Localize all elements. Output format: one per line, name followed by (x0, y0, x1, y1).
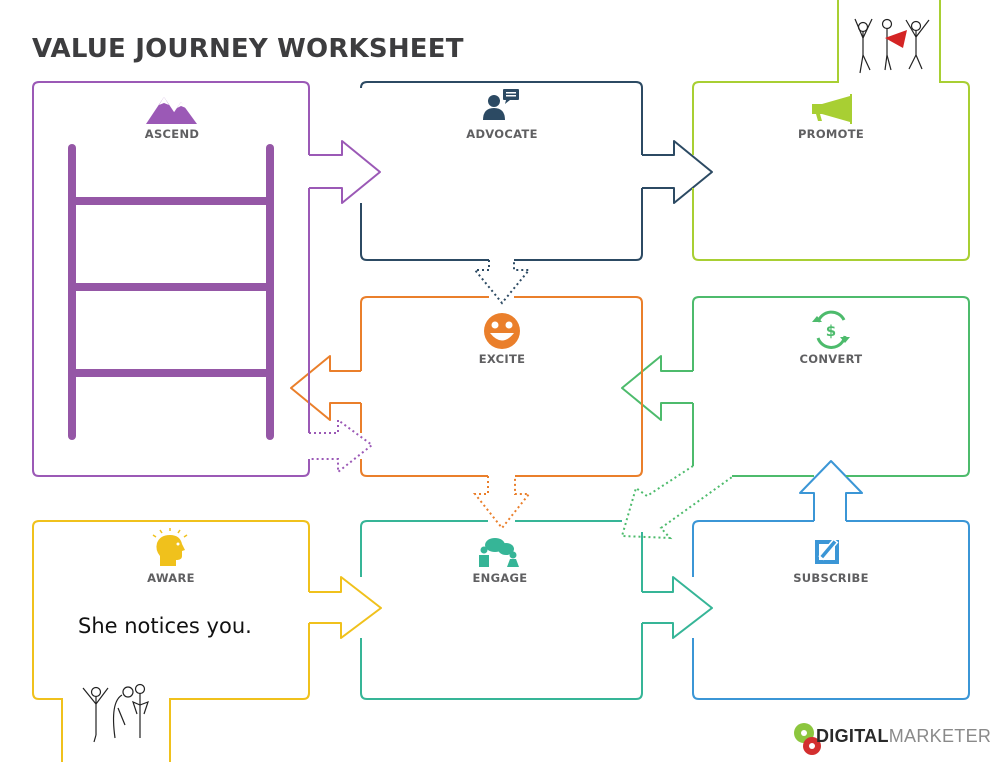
arrow-advocate-to-promote (642, 140, 713, 204)
edit-square-icon (815, 538, 839, 564)
ladder-illustration (68, 144, 274, 440)
aware-note-text[interactable]: She notices you. (78, 614, 252, 638)
arrow-excite-to-engage (472, 476, 532, 530)
stage-box-advocate (360, 81, 643, 261)
svg-text:$: $ (826, 322, 836, 340)
smiley-icon (484, 313, 520, 349)
logo-text-strong: DIGITAL (816, 726, 889, 746)
stage-label-convert: CONVERT (799, 352, 863, 366)
arrow-aware-to-engage (309, 576, 382, 639)
arrow-ascend-to-advocate (309, 140, 381, 204)
page-title: VALUE JOURNEY WORKSHEET (32, 34, 464, 64)
stage-box-engage (360, 520, 643, 700)
megaphone-icon (812, 94, 852, 124)
arrow-convert-to-engage-dotted (620, 465, 733, 540)
stage-box-convert (692, 296, 970, 477)
conversation-icon (479, 538, 519, 567)
stage-box-promote (692, 0, 970, 261)
arrow-advocate-to-excite (472, 260, 532, 305)
dollar-cycle-icon: $ (812, 310, 850, 349)
stage-label-advocate: ADVOCATE (466, 127, 538, 141)
arrow-ascend-to-excite-dotted (309, 418, 374, 475)
head-idea-icon (152, 528, 188, 566)
arrow-convert-to-excite (621, 355, 693, 421)
digital-marketer-logo: DIGITALMARKETER (790, 726, 991, 747)
logo-text-light: MARKETER (888, 726, 992, 746)
stage-box-subscribe (692, 520, 970, 700)
digital-marketer-logo-gears (794, 723, 821, 755)
arrow-engage-to-subscribe (642, 576, 713, 639)
stage-label-subscribe: SUBSCRIBE (793, 571, 869, 585)
stage-label-engage: ENGAGE (472, 571, 528, 585)
celebrating-stick-figures-illustration (854, 18, 930, 74)
stage-label-ascend: ASCEND (144, 127, 200, 141)
mountains-icon (146, 97, 197, 124)
stage-label-excite: EXCITE (478, 352, 526, 366)
stage-box-ascend (32, 81, 310, 477)
arrow-excite-to-ascend (290, 355, 361, 421)
stage-label-promote: PROMOTE (797, 127, 865, 141)
person-speech-icon (483, 89, 519, 120)
stage-label-aware: AWARE (147, 571, 195, 585)
noticing-stick-figures-illustration (82, 683, 149, 743)
stage-box-excite (360, 296, 643, 477)
stage-box-aware (32, 520, 310, 762)
arrow-subscribe-to-convert (799, 460, 863, 521)
